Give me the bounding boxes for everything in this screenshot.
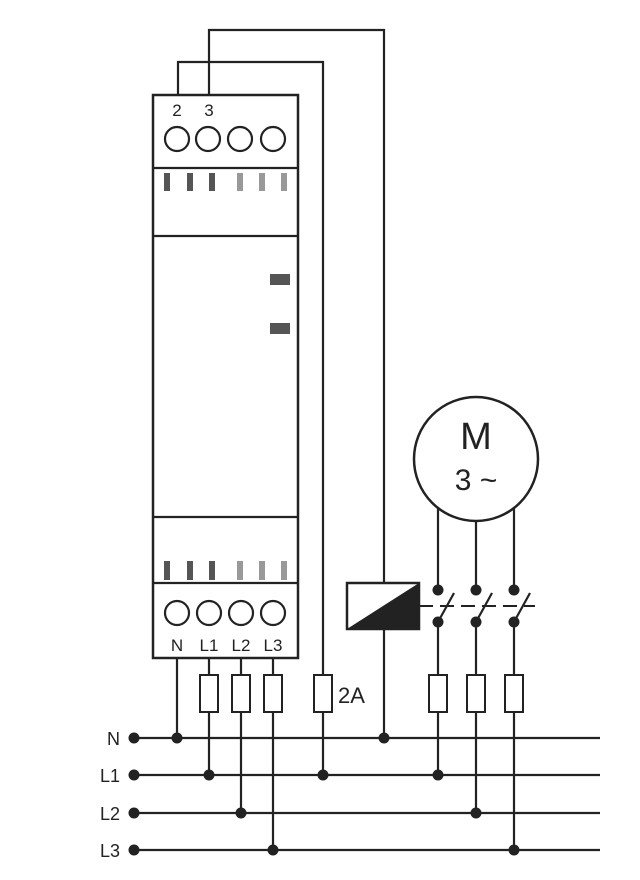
bottom-terminal-label-n: N	[171, 636, 183, 655]
contactor-coil	[345, 581, 421, 631]
contactor-switch-2	[475, 592, 493, 623]
junction-coil-n	[378, 732, 390, 744]
motor-fuse-l1	[428, 674, 448, 713]
control-fuse-2a	[313, 674, 333, 713]
bus-label-l1: L1	[100, 766, 120, 786]
bottom-slot-3	[209, 561, 215, 580]
motor-fuse-l3	[504, 674, 524, 713]
control-fuse-label: 2A	[338, 683, 365, 708]
top-terminal-2	[194, 125, 222, 153]
top-terminal-3	[226, 125, 254, 153]
bottom-slot-1	[164, 561, 170, 580]
control-wire-terminal-3	[207, 28, 386, 583]
control-wire-terminal-2	[176, 60, 325, 680]
contactor-switch-1	[437, 592, 455, 623]
bottom-slot-5	[259, 561, 265, 580]
bus-start-dot-l2	[128, 807, 140, 819]
bottom-terminal-l3	[259, 599, 287, 627]
junction-relay-n	[171, 732, 183, 744]
bus-start-dot-n	[128, 732, 140, 744]
top-terminal-label-2: 2	[172, 101, 181, 120]
junction-control-l1	[317, 769, 329, 781]
junction-relay-l2	[235, 807, 247, 819]
relay-fuse-l1	[199, 674, 219, 713]
bottom-slot-4	[237, 561, 243, 580]
bus-start-dot-l3	[128, 844, 140, 856]
top-slot-4	[237, 173, 243, 191]
bottom-terminal-label-l2: L2	[232, 636, 251, 655]
top-slot-1	[164, 173, 170, 191]
junction-relay-l1	[203, 769, 215, 781]
bus-start-dot-l1	[128, 769, 140, 781]
bottom-terminal-label-l1: L1	[200, 636, 219, 655]
contactor-top-contact-2	[470, 584, 482, 596]
motor-letter: M	[460, 416, 492, 458]
top-terminal-4	[259, 125, 287, 153]
motor-phase-text: 3 ~	[455, 464, 498, 497]
bottom-terminal-l1	[195, 599, 223, 627]
contactor-coil-fill	[347, 583, 419, 629]
bottom-terminal-label-l3: L3	[264, 636, 283, 655]
relay-fuse-l2	[231, 674, 251, 713]
bottom-terminal-l2	[227, 599, 255, 627]
relay-module: 2 3 N L1 L2 L3	[151, 93, 300, 660]
contactor-top-contact-3	[508, 584, 520, 596]
top-slot-2	[187, 173, 193, 191]
bus-label-l3: L3	[100, 841, 120, 861]
motor-fuse-l2	[466, 674, 486, 713]
contactor-top-contact-1	[432, 584, 444, 596]
top-slot-3	[209, 173, 215, 191]
bus-lines: N L1 L2 L3	[100, 729, 600, 861]
status-led-2	[270, 323, 290, 334]
junction-motor-l2	[470, 807, 482, 819]
motor: M 3 ~	[412, 395, 540, 523]
top-terminal-1	[163, 125, 191, 153]
top-slot-5	[259, 173, 265, 191]
relay-fuse-l3	[263, 674, 283, 713]
contactor-switch-3	[513, 592, 531, 623]
bus-label-n: N	[107, 729, 120, 749]
status-led-1	[270, 274, 290, 285]
junction-relay-l3	[267, 844, 279, 856]
bottom-slot-2	[187, 561, 193, 580]
bottom-terminal-n	[163, 599, 191, 627]
top-terminal-label-3: 3	[204, 101, 213, 120]
bus-label-l2: L2	[100, 804, 120, 824]
relay-housing	[151, 93, 300, 660]
bottom-slot-6	[281, 561, 287, 580]
junction-motor-l1	[432, 769, 444, 781]
junction-motor-l3	[508, 844, 520, 856]
top-slot-6	[281, 173, 287, 191]
